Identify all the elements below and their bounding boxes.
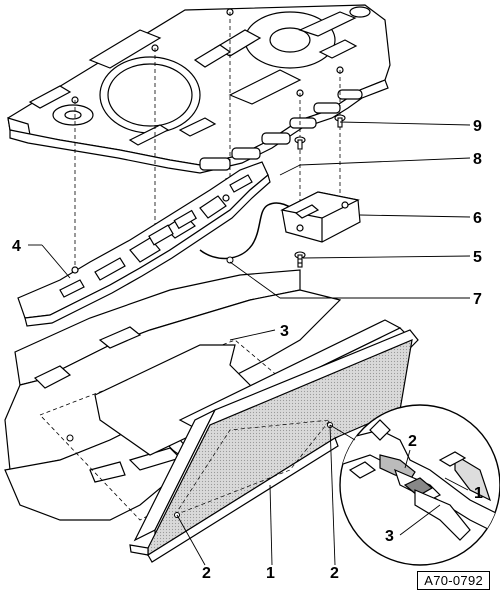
detail-view bbox=[339, 404, 500, 566]
callout-3: 3 bbox=[280, 323, 289, 340]
callout-6: 6 bbox=[473, 210, 482, 227]
floor-cover-outline bbox=[39, 339, 331, 521]
callout-9: 9 bbox=[473, 118, 482, 135]
parcel-shelf-panel bbox=[7, 4, 391, 174]
callout-5: 5 bbox=[473, 249, 482, 266]
callout-4: 4 bbox=[12, 238, 21, 255]
callout-1-detail: 1 bbox=[474, 485, 483, 502]
callout-2-left: 2 bbox=[202, 565, 211, 582]
callout-7: 7 bbox=[473, 291, 482, 308]
cover-panel-front bbox=[129, 329, 419, 563]
cable bbox=[199, 202, 301, 260]
floor-panel bbox=[94, 344, 256, 456]
mounting-rail bbox=[17, 161, 271, 327]
cable-clip bbox=[226, 256, 234, 264]
control-unit bbox=[280, 191, 361, 243]
bolt-8 bbox=[294, 136, 306, 150]
callout-2-right: 2 bbox=[330, 565, 339, 582]
callout-3-detail: 3 bbox=[385, 528, 394, 545]
bolt-9 bbox=[334, 114, 346, 128]
callout-2-detail: 2 bbox=[408, 433, 417, 450]
reference-code: A70-0792 bbox=[417, 571, 490, 590]
callout-1-bottom: 1 bbox=[266, 565, 275, 582]
bolt-5 bbox=[294, 251, 306, 268]
callout-8: 8 bbox=[473, 151, 482, 168]
leader-lines bbox=[28, 121, 471, 566]
